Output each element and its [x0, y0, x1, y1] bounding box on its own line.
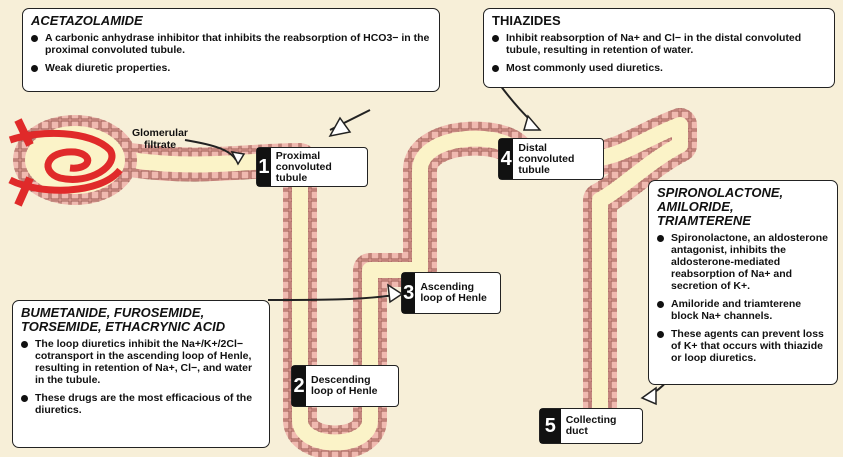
- loop-diuretics-box: BUMETANIDE, FUROSEMIDE, TORSEMIDE, ETHAC…: [12, 300, 270, 448]
- glomerular-filtrate-label: Glomerular filtrate: [125, 127, 195, 151]
- segment-name: Proximal convoluted tubule: [271, 149, 367, 186]
- thiazides-bullet: Inhibit reabsorption of Na+ and Cl− in t…: [492, 32, 826, 56]
- segment-5-label: 5 Collecting duct: [539, 408, 643, 444]
- acetazolamide-title: ACETAZOLAMIDE: [31, 14, 431, 28]
- segment-name: Collecting duct: [561, 413, 642, 439]
- spironolactone-title: SPIRONOLACTONE, AMILORIDE, TRIAMTERENE: [657, 186, 829, 228]
- thiazides-title: THIAZIDES: [492, 14, 826, 28]
- loop-diuretics-title: BUMETANIDE, FUROSEMIDE, TORSEMIDE, ETHAC…: [21, 306, 261, 334]
- glomerulus: [10, 115, 137, 205]
- acetazolamide-bullet: Weak diuretic properties.: [31, 62, 431, 74]
- segment-4-label: 4 Distal convoluted tubule: [498, 138, 604, 180]
- thiazides-box: THIAZIDES Inhibit reabsorption of Na+ an…: [483, 8, 835, 88]
- acetazolamide-bullet: A carbonic anhydrase inhibitor that inhi…: [31, 32, 431, 56]
- segment-2-label: 2 Descending loop of Henle: [291, 365, 399, 407]
- spironolactone-box: SPIRONOLACTONE, AMILORIDE, TRIAMTERENE S…: [648, 180, 838, 385]
- segment-number: 5: [540, 409, 561, 443]
- segment-name: Distal convoluted tubule: [513, 141, 603, 178]
- spironolactone-bullet: These agents can prevent loss of K+ that…: [657, 328, 829, 364]
- segment-number: 2: [292, 366, 306, 406]
- segment-1-label: 1 Proximal convoluted tubule: [256, 147, 368, 187]
- segment-number: 3: [402, 273, 415, 313]
- segment-name: Descending loop of Henle: [306, 373, 398, 399]
- segment-3-label: 3 Ascending loop of Henle: [401, 272, 501, 314]
- segment-number: 4: [499, 139, 513, 179]
- segment-name: Ascending loop of Henle: [415, 280, 500, 306]
- loop-diuretics-bullet: These drugs are the most efficacious of …: [21, 392, 261, 416]
- segment-number: 1: [257, 148, 271, 186]
- spironolactone-bullet: Spironolactone, an aldosterone antagonis…: [657, 232, 829, 292]
- loop-diuretics-bullet: The loop diuretics inhibit the Na+/K+/2C…: [21, 338, 261, 386]
- spironolactone-bullet: Amiloride and triamterene block Na+ chan…: [657, 298, 829, 322]
- acetazolamide-box: ACETAZOLAMIDE A carbonic anhydrase inhib…: [22, 8, 440, 92]
- thiazides-bullet: Most commonly used diuretics.: [492, 62, 826, 74]
